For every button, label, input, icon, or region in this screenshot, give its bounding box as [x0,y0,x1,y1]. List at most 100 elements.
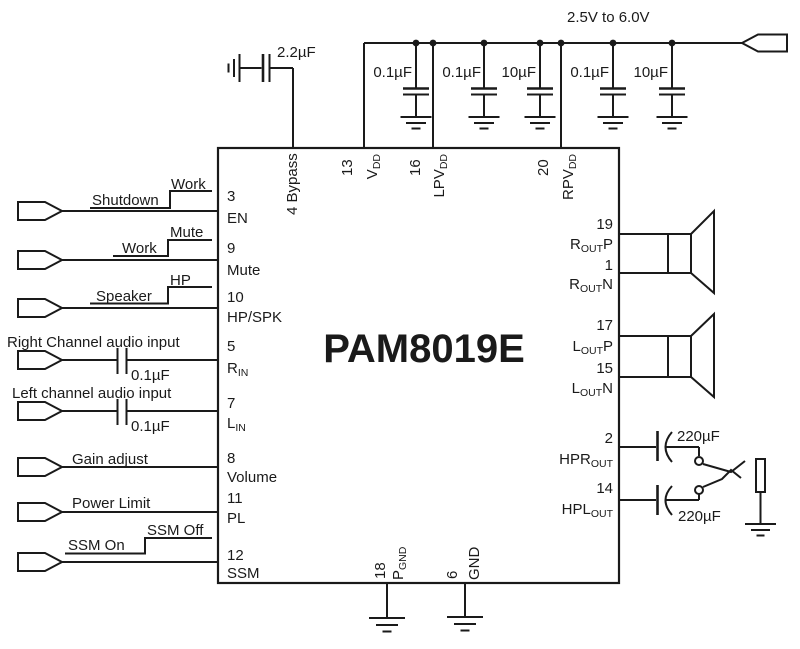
pin-loutn-label: LOUTN [572,380,613,399]
capacitor-value: 0.1µF [442,64,481,81]
pin-number: 11 [227,490,243,507]
capacitor-icon [116,399,128,425]
lin-label: Left channel audio input [12,385,172,402]
input-connector-icon [17,552,65,572]
pin-pgnd-label: PGND [390,546,409,580]
pin-bypass-label: 4 Bypass [284,153,301,215]
pin-vdd-label: VDD [364,154,383,180]
pin-loutp-label: LOUTP [572,338,613,357]
jack-contact-icon [694,485,704,495]
capacitor-value: 2.2µF [277,44,316,61]
pin-number: 19 [596,216,613,233]
ic-body [216,146,621,585]
pin-number: 14 [596,480,613,497]
pin-number: 10 [227,289,244,306]
capacitor-icon: 0.1µF [570,43,629,130]
pin-hprout-label: HPROUT [559,451,613,470]
ground-icon [400,116,432,130]
pin-lpvdd-label: LPVDD [431,154,450,198]
ic-part-number: PAM8019E [323,327,525,371]
capacitor-value: 0.1µF [131,367,170,384]
en-low-label: Shutdown [92,192,159,209]
pin-rin-label: RIN [227,360,248,379]
ground-icon [745,523,776,537]
input-connector-icon [17,350,65,370]
hpspk-high-label: HP [170,272,191,289]
capacitor-icon: 10µF [634,43,688,130]
capacitor-icon: 0.1µF [442,43,500,130]
pin-en-label: EN [227,210,248,227]
hpspk-level-step [90,286,212,305]
pin-number: 15 [596,360,613,377]
input-connector-icon [17,201,65,221]
ic-bottom-pin-labels: 18 PGND 6 GND [372,546,483,580]
pin-number: 1 [605,257,613,274]
headphone-output: 220µF 220µF [619,428,776,537]
en-level-step [90,190,212,209]
headphone-jack-icon [745,458,776,537]
ground-icon [369,617,405,633]
mute-low-label: Work [122,240,157,257]
pin-lin-label: LIN [227,415,246,434]
capacitor-value: 0.1µF [570,64,609,81]
speaker-icon [667,311,715,400]
pin-hpspk-label: HP/SPK [227,309,282,326]
en-high-label: Work [171,176,206,193]
pin-number: 9 [227,240,235,257]
pin-number: 18 [372,562,389,579]
capacitor-value: 220µF [678,508,721,525]
volume-label: Gain adjust [72,451,149,468]
pin-number: 2 [605,430,613,447]
capacitor-icon [116,348,128,374]
pin-pl-label: PL [227,510,245,527]
pin-number: 5 [227,338,235,355]
pl-label: Power Limit [72,495,151,512]
polarized-capacitor-icon [656,485,673,516]
power-connector-icon [739,33,788,53]
pin-ssm-label: SSM [227,565,260,582]
input-connector-icon [17,502,65,522]
ground-icon [447,616,483,632]
rin-label: Right Channel audio input [7,334,180,351]
jack-contact-icon [694,456,704,466]
speaker-outputs [619,208,715,400]
speaker-icon [667,208,715,296]
capacitor-value: 10µF [502,64,537,81]
pin-number: 7 [227,395,235,412]
junction-dot [429,39,437,47]
input-connector-icon [17,298,65,318]
input-connector-icon [17,250,65,270]
pin-rpvdd-label: RPVDD [560,154,579,200]
pin-gnd-label: GND [466,547,483,581]
bypass-capacitor: 2.2µF [227,44,316,148]
ground-icon [656,116,688,130]
junction-dot [557,39,565,47]
power-rail-label: 2.5V to 6.0V [567,9,650,26]
left-inputs: Shutdown Work Work Mute Speaker HP Right… [7,176,218,572]
capacitor-value: 0.1µF [131,418,170,435]
ground-icon [468,116,500,130]
input-connector-icon [17,457,65,477]
capacitor-value: 0.1µF [373,64,412,81]
ssm-level-step [65,537,212,555]
hpspk-low-label: Speaker [96,288,152,305]
capacitor-value: 220µF [677,428,720,445]
ground-icon [524,116,556,130]
pin-hplout-label: HPLOUT [562,501,614,520]
pin-number: 6 [444,571,461,579]
pin-mute-label: Mute [227,262,260,279]
capacitor-value: 10µF [634,64,669,81]
ground-icon [597,116,629,130]
power-rail: 2.5V to 6.0V [363,9,788,148]
input-connector-icon [17,401,65,421]
jack-switch-lever-icon [702,468,742,488]
pin-number: 16 [407,159,424,176]
pin-number: 13 [339,159,356,176]
ic-top-pin-labels: 4 Bypass 13 VDD 16 LPVDD 20 RPVDD [284,153,579,215]
pin-routp-label: ROUTP [570,236,613,255]
pin-routn-label: ROUTN [569,276,613,295]
pin-number: 20 [535,159,552,176]
ic-right-pin-labels: 19 ROUTP 1 ROUTN 17 LOUTP 15 LOUTN 2 HPR… [559,216,613,520]
ssm-high-label: SSM Off [147,522,204,539]
